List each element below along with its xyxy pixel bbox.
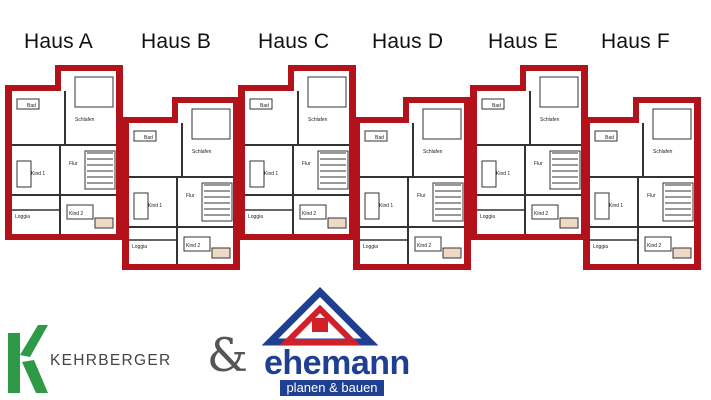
room-label-kind-2: Kind 2: [417, 243, 431, 249]
haus-d-label: Haus D: [372, 30, 444, 53]
room-label-kind-1: Kind 1: [609, 203, 623, 209]
room-label-bad: Bad: [27, 103, 36, 109]
room-label-schlafen: Schlafen: [540, 117, 560, 123]
haus-a-label: Haus A: [24, 30, 93, 53]
haus-f-label: Haus F: [601, 30, 670, 53]
room-label-flur: Flur: [647, 193, 656, 199]
room-label-flur: Flur: [186, 193, 195, 199]
room-label-kind-1: Kind 1: [148, 203, 162, 209]
room-label-kind-2: Kind 2: [69, 211, 83, 217]
room-label-kind-2: Kind 2: [186, 243, 200, 249]
room-label-bad: Bad: [605, 135, 614, 141]
kehrberger-logo-mark: [8, 325, 48, 393]
haus-e-label: Haus E: [488, 30, 559, 53]
kehrberger-wordmark: KEHRBERGER: [50, 352, 172, 369]
ehemann-tagline: planen & bauen: [280, 380, 384, 396]
room-label-loggia: Loggia: [132, 244, 147, 250]
room-label-bad: Bad: [375, 135, 384, 141]
room-label-kind-2: Kind 2: [534, 211, 548, 217]
room-label-bad: Bad: [260, 103, 269, 109]
ampersand-sign: &: [207, 328, 248, 382]
room-label-loggia: Loggia: [480, 214, 495, 220]
room-label-schlafen: Schlafen: [75, 117, 95, 123]
room-label-flur: Flur: [69, 161, 78, 167]
room-label-loggia: Loggia: [15, 214, 30, 220]
room-label-schlafen: Schlafen: [423, 149, 443, 155]
room-label-schlafen: Schlafen: [653, 149, 673, 155]
room-label-bad: Bad: [144, 135, 153, 141]
room-label-flur: Flur: [417, 193, 426, 199]
room-label-bad: Bad: [492, 103, 501, 109]
room-label-kind-1: Kind 1: [496, 171, 510, 177]
room-label-kind-2: Kind 2: [302, 211, 316, 217]
room-label-kind-1: Kind 1: [31, 171, 45, 177]
room-label-loggia: Loggia: [248, 214, 263, 220]
room-label-flur: Flur: [534, 161, 543, 167]
room-label-schlafen: Schlafen: [308, 117, 328, 123]
room-label-kind-1: Kind 1: [264, 171, 278, 177]
haus-b-label: Haus B: [141, 30, 212, 53]
logos-area: [8, 287, 379, 393]
room-label-loggia: Loggia: [593, 244, 608, 250]
room-label-kind-2: Kind 2: [647, 243, 661, 249]
room-label-flur: Flur: [302, 161, 311, 167]
haus-c-label: Haus C: [258, 30, 330, 53]
room-label-loggia: Loggia: [363, 244, 378, 250]
ehemann-wordmark: ehemann: [264, 344, 410, 382]
room-label-kind-1: Kind 1: [379, 203, 393, 209]
ehemann-logo-mark: [261, 287, 379, 346]
room-label-schlafen: Schlafen: [192, 149, 212, 155]
